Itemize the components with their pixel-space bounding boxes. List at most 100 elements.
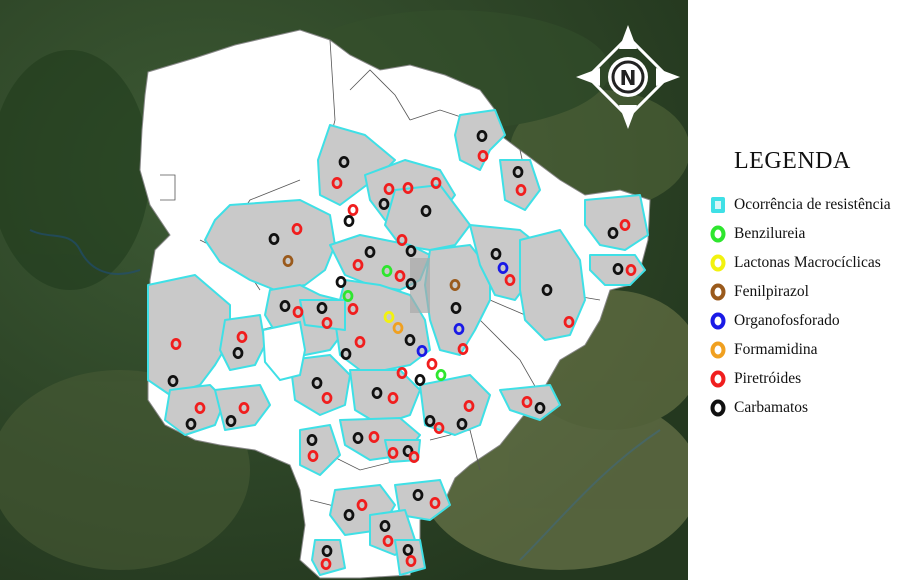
marker-organofosforado xyxy=(453,322,465,335)
marker-piretroides xyxy=(515,183,527,196)
marker-piretroides xyxy=(347,302,359,315)
marker-carbamatos xyxy=(424,414,436,427)
marker-carbamatos xyxy=(402,544,414,557)
marker-piretroides xyxy=(383,182,395,195)
legend-label: Ocorrência de resistência xyxy=(734,195,891,213)
marker-piretroides xyxy=(408,450,420,463)
marker-carbamatos xyxy=(225,414,237,427)
legend-label: Benzilureia xyxy=(734,224,806,242)
marker-organofosforado xyxy=(416,344,428,357)
marker-piretroides xyxy=(170,337,182,350)
marker-piretroides xyxy=(396,366,408,379)
region-far-east-2 xyxy=(589,254,646,286)
legend-label: Organofosforado xyxy=(734,311,840,329)
marker-piretroides xyxy=(354,335,366,348)
river xyxy=(519,429,661,561)
marker-piretroides xyxy=(356,498,368,511)
legend-title: LEGENDA xyxy=(734,148,851,174)
marker-carbamatos xyxy=(185,417,197,430)
marker-carbamatos xyxy=(414,373,426,386)
cyan-square-icon xyxy=(711,196,725,213)
marker-carbamatos xyxy=(612,262,624,275)
marker-piretroides xyxy=(426,357,438,370)
marker-fenilpirazol xyxy=(282,254,294,267)
marker-piretroides xyxy=(504,273,516,286)
marker-carbamatos xyxy=(343,508,355,521)
marker-carbamatos xyxy=(534,401,546,414)
marker-piretroides xyxy=(433,421,445,434)
marker-piretroides xyxy=(292,305,304,318)
marker-carbamatos xyxy=(404,333,416,346)
marker-piretroides xyxy=(307,449,319,462)
river xyxy=(29,229,141,275)
marker-carbamatos xyxy=(268,232,280,245)
blue-ring-icon xyxy=(710,312,726,329)
north-label: N xyxy=(620,66,637,90)
legend-item-lactonas: Lactonas Macrocíclicas xyxy=(710,248,891,277)
marker-carbamatos xyxy=(490,247,502,260)
marker-carbamatos xyxy=(232,346,244,359)
marker-carbamatos xyxy=(335,275,347,288)
region-small-2 xyxy=(299,299,346,331)
marker-carbamatos xyxy=(405,244,417,257)
marker-carbamatos xyxy=(338,155,350,168)
legend-item-benzilureia: Benzilureia xyxy=(710,219,891,248)
marker-carbamatos xyxy=(364,245,376,258)
marker-carbamatos xyxy=(352,431,364,444)
legend-label: Formamidina xyxy=(734,340,818,358)
marker-piretroides xyxy=(429,496,441,509)
marker-carbamatos xyxy=(402,444,414,457)
legend-item-carbamatos: Carbamatos xyxy=(710,393,891,422)
marker-carbamatos xyxy=(371,386,383,399)
satellite-map: N xyxy=(0,0,688,580)
marker-piretroides xyxy=(563,315,575,328)
marker-piretroides xyxy=(368,430,380,443)
marker-piretroides xyxy=(521,395,533,408)
marker-carbamatos xyxy=(167,374,179,387)
marker-benzilureia xyxy=(342,289,354,302)
marker-piretroides xyxy=(352,258,364,271)
green-ring-icon xyxy=(710,225,726,242)
black-ring-icon xyxy=(710,399,726,416)
marker-piretroides xyxy=(194,401,206,414)
marker-piretroides xyxy=(321,316,333,329)
marker-carbamatos xyxy=(450,301,462,314)
marker-piretroides xyxy=(236,330,248,343)
marker-formamidina xyxy=(392,321,404,334)
region-south-6 xyxy=(311,539,346,576)
marker-piretroides xyxy=(402,181,414,194)
marker-piretroides xyxy=(396,233,408,246)
legend-panel: LEGENDA Ocorrência de resistência Benzil… xyxy=(688,0,919,580)
marker-piretroides xyxy=(619,218,631,231)
legend-item-occurrence: Ocorrência de resistência xyxy=(710,190,891,219)
marker-carbamatos xyxy=(316,301,328,314)
marker-carbamatos xyxy=(541,283,553,296)
legend-list: Ocorrência de resistência Benzilureia La… xyxy=(710,190,891,422)
resistance-markers xyxy=(167,129,637,571)
marker-benzilureia xyxy=(381,264,393,277)
marker-carbamatos xyxy=(279,299,291,312)
region-far-east-1 xyxy=(584,194,649,251)
marker-carbamatos xyxy=(340,347,352,360)
marker-piretroides xyxy=(477,149,489,162)
legend-item-fenilpirazol: Fenilpirazol xyxy=(710,277,891,306)
region-southwest xyxy=(147,274,231,396)
marker-piretroides xyxy=(457,342,469,355)
marker-carbamatos xyxy=(379,520,391,533)
region-mid-north xyxy=(384,184,471,251)
legend-label: Piretróides xyxy=(734,369,802,387)
marker-piretroides xyxy=(405,555,417,568)
region-north-west xyxy=(317,124,396,206)
marker-carbamatos xyxy=(420,204,432,217)
marker-carbamatos xyxy=(476,129,488,142)
marker-carbamatos xyxy=(321,545,333,558)
marker-carbamatos xyxy=(412,488,424,501)
marker-carbamatos xyxy=(378,197,390,210)
region-south-east-1 xyxy=(419,374,491,436)
brown-ring-icon xyxy=(710,283,726,300)
map-panel: N xyxy=(0,0,688,580)
marker-piretroides xyxy=(238,401,250,414)
marker-piretroides xyxy=(625,263,637,276)
white-enclave xyxy=(261,320,307,382)
legend-item-organofosforado: Organofosforado xyxy=(710,306,891,335)
